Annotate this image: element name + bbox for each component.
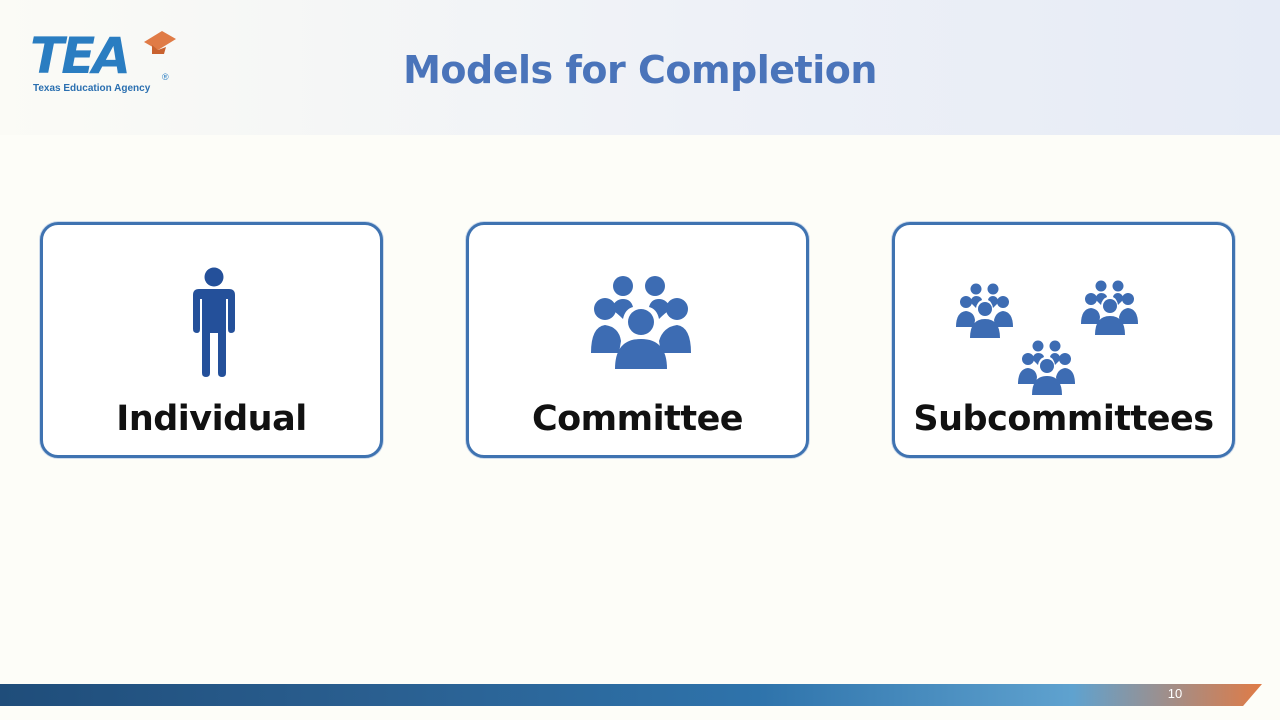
footer-bar <box>0 684 1262 706</box>
card-subcommittees: Subcommittees <box>892 222 1235 458</box>
page-number: 10 <box>1167 686 1183 701</box>
person-icon <box>193 267 235 377</box>
multiple-groups-icon <box>956 280 1138 395</box>
header-band <box>0 0 1280 135</box>
card-label-committee: Committee <box>531 399 744 439</box>
graduation-cap-icon <box>144 31 176 54</box>
logo-letters: TEA <box>30 27 131 85</box>
card-label-subcommittees: Subcommittees <box>913 399 1214 439</box>
card-committee: Committee <box>466 222 809 458</box>
card-label-individual: Individual <box>116 399 307 439</box>
logo-subtitle: Texas Education Agency <box>33 83 151 94</box>
card-individual: Individual <box>40 222 383 458</box>
slide-title: Models for Completion <box>403 48 877 92</box>
logo-registered-mark: ® <box>162 72 169 82</box>
group-icon <box>591 276 691 369</box>
tea-logo: TEA ® Texas Education Agency <box>30 28 180 100</box>
